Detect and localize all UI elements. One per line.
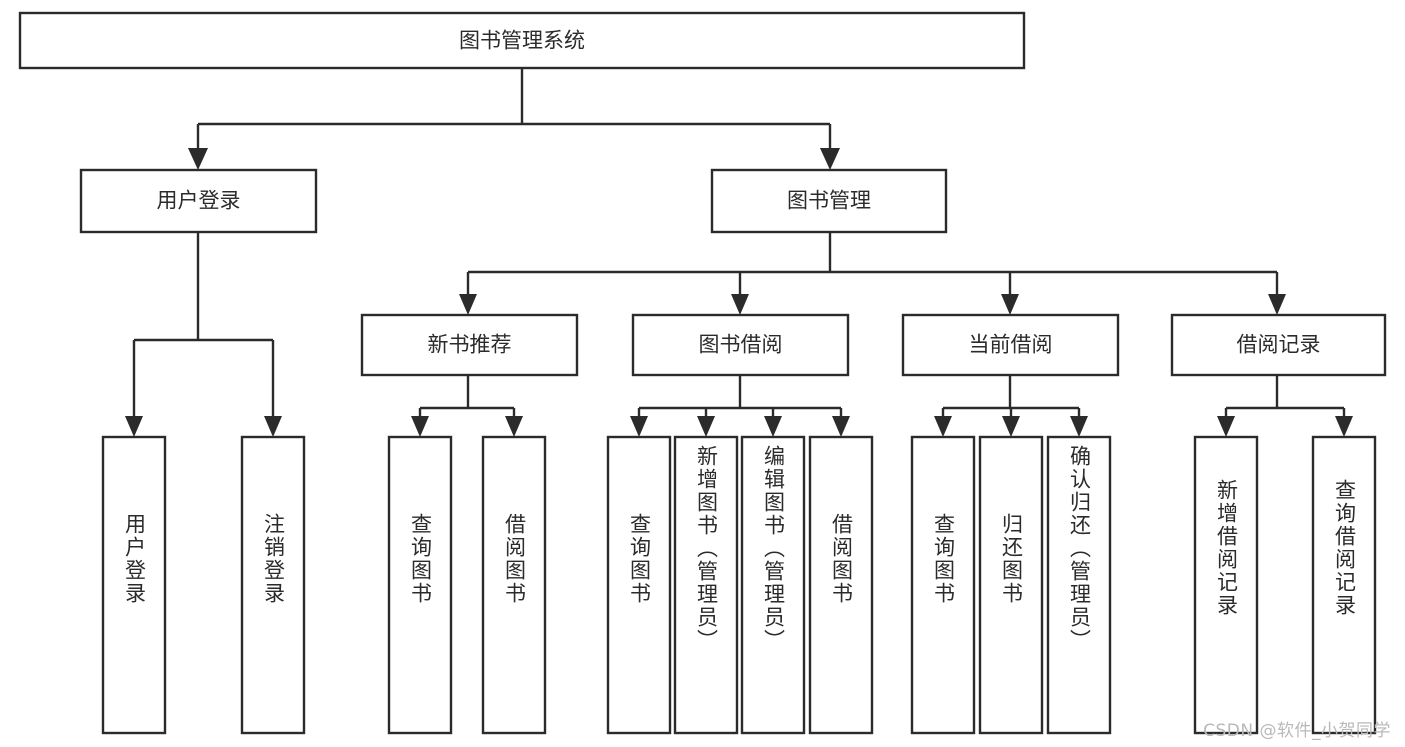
leaf-query-record-box[interactable] <box>1311 435 1377 735</box>
arrow-head-new-book-recommend <box>459 294 477 315</box>
arrow-head-borrow-record <box>1268 294 1286 315</box>
connector-group-user-login <box>125 232 282 437</box>
arrow-head-leaf-add-book <box>697 416 715 437</box>
connector-group-borrow-record <box>1217 375 1353 437</box>
connector-group-book-manage <box>459 232 1286 315</box>
node-book-manage-label: 图书管理 <box>787 189 871 213</box>
arrow-head-leaf-borrow-book-1 <box>505 416 523 437</box>
leaf-borrow-book-2-box[interactable] <box>808 435 874 735</box>
leaf-logout-login-box[interactable] <box>240 435 306 735</box>
arrow-head-user-login <box>188 148 208 170</box>
arrow-head-leaf-query-book-3 <box>934 416 952 437</box>
node-current-borrow[interactable]: 当前借阅 <box>901 313 1120 377</box>
arrow-head-leaf-logout-login <box>264 416 282 437</box>
node-root[interactable]: 图书管理系统 <box>18 11 1026 70</box>
node-root-box[interactable] <box>18 11 1026 70</box>
node-current-borrow-box[interactable] <box>901 313 1120 377</box>
leaf-confirm-return-box[interactable] <box>1046 435 1112 735</box>
arrow-head-leaf-edit-book <box>764 416 782 437</box>
leaf-edit-book-box[interactable] <box>740 435 806 735</box>
node-user-login[interactable]: 用户登录 <box>79 168 318 234</box>
node-user-login-box[interactable] <box>79 168 318 234</box>
arrow-head-current-borrow <box>1001 294 1019 315</box>
leaf-boxes-group <box>101 435 1377 735</box>
csdn-watermark: CSDN @软件_小贺同学 <box>1203 721 1391 741</box>
leaf-query-book-1-box[interactable] <box>387 435 453 735</box>
arrow-head-leaf-query-record <box>1335 416 1353 437</box>
leaf-query-book-2-box[interactable] <box>606 435 672 735</box>
node-book-borrow-label: 图书借阅 <box>699 333 783 357</box>
node-book-borrow-box[interactable] <box>631 313 850 377</box>
leaf-add-record-box[interactable] <box>1193 435 1259 735</box>
connector-group-book-borrow <box>630 375 850 437</box>
leaf-query-book-3-box[interactable] <box>910 435 976 735</box>
node-new-book-recommend[interactable]: 新书推荐 <box>360 313 579 377</box>
connector-group-new-book-recommend <box>411 375 523 437</box>
node-new-book-recommend-box[interactable] <box>360 313 579 377</box>
node-book-manage[interactable]: 图书管理 <box>710 168 948 234</box>
arrow-head-leaf-borrow-book-2 <box>832 416 850 437</box>
node-book-borrow[interactable]: 图书借阅 <box>631 313 850 377</box>
arrow-head-book-borrow <box>731 294 749 315</box>
leaf-return-book-box[interactable] <box>978 435 1044 735</box>
arrow-head-leaf-user-login <box>125 416 143 437</box>
arrow-head-leaf-add-record <box>1217 416 1235 437</box>
leaf-borrow-book-1-box[interactable] <box>481 435 547 735</box>
leaf-add-book-box[interactable] <box>673 435 739 735</box>
node-borrow-record[interactable]: 借阅记录 <box>1170 313 1387 377</box>
node-current-borrow-label: 当前借阅 <box>969 333 1053 357</box>
arrow-head-leaf-query-book-2 <box>630 416 648 437</box>
node-book-manage-box[interactable] <box>710 168 948 234</box>
node-borrow-record-label: 借阅记录 <box>1237 333 1321 357</box>
node-user-login-label: 用户登录 <box>157 189 241 213</box>
node-borrow-record-box[interactable] <box>1170 313 1387 377</box>
arrow-head-book-manage <box>820 148 840 170</box>
node-new-book-recommend-label: 新书推荐 <box>428 333 512 357</box>
arrow-head-leaf-return-book <box>1002 416 1020 437</box>
arrow-head-leaf-query-book-1 <box>411 416 429 437</box>
arrow-head-leaf-confirm-return <box>1070 416 1088 437</box>
connector-group-current-borrow <box>934 375 1088 437</box>
connector-group-root <box>188 68 840 170</box>
leaf-user-login-box[interactable] <box>101 435 167 735</box>
node-root-label: 图书管理系统 <box>459 29 585 53</box>
